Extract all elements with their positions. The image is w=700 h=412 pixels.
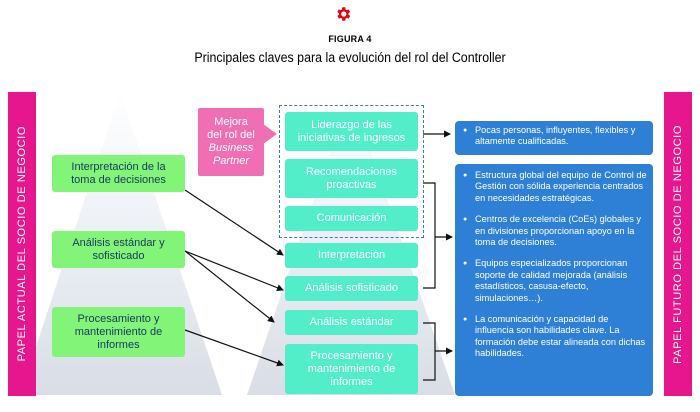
bracket-upper <box>423 182 436 289</box>
future-role-box: Análisis estándar <box>285 310 418 335</box>
outcome-item: Centros de excelencia (CoEs) globales y … <box>461 214 647 248</box>
right-side-label: PAPEL FUTURO DEL SOCIO DE NEGOCIO <box>672 124 684 364</box>
future-role-box: Análisis sofisticado <box>285 276 418 301</box>
figure-label: FIGURA 4 <box>328 34 372 44</box>
future-role-box: Procesamiento y mantenimiento de informe… <box>285 344 418 394</box>
figure-title: Principales claves para la evolución del… <box>194 50 506 65</box>
future-role-box: Recomendaciones proactivas <box>285 159 418 198</box>
arrow-analysis-to-sophisticated <box>184 250 284 292</box>
current-role-box: Análisis estándar y sofisticado <box>52 231 185 268</box>
future-role-box: Interpretación <box>285 243 418 268</box>
improvement-label: Mejora del rol del Business Partner <box>198 108 264 176</box>
outcome-box-bottom: Estructura global del equipo de Control … <box>455 164 653 396</box>
left-side-label: PAPEL ACTUAL DEL SOCIO DE NEGOCIO <box>16 126 28 362</box>
improvement-line2: del rol del <box>207 129 255 141</box>
right-side-bar: PAPEL FUTURO DEL SOCIO DE NEGOCIO <box>664 92 692 396</box>
arrow-analysis-to-standard <box>184 250 275 323</box>
improvement-line1: Mejora <box>214 116 248 128</box>
improvement-line4: Partner <box>212 155 250 167</box>
future-role-box: Liderazgo de las iniciativas de ingresos <box>285 112 418 151</box>
outcome-box-top: Pocas personas, influyentes, flexibles y… <box>455 121 653 155</box>
improvement-group-outline <box>279 105 424 238</box>
outcome-item: Equipos especializados proporcionan sopo… <box>461 258 647 304</box>
outcome-item: Estructura global del equipo de Control … <box>461 170 647 204</box>
current-role-box: Interpretación de la toma de decisiones <box>52 155 185 192</box>
arrow-interp-to-interp <box>184 189 284 256</box>
future-role-box: Comunicación <box>285 206 418 231</box>
current-role-box: Procesamiento y mantenimiento de informe… <box>52 307 185 357</box>
improvement-line3: Business <box>208 142 254 154</box>
outcome-item: Pocas personas, influyentes, flexibles y… <box>461 125 647 148</box>
improvement-pointer <box>263 124 277 144</box>
outcome-item: La comunicación y capacidad de influenci… <box>461 314 647 360</box>
arrow-processing-to-processing <box>184 329 284 367</box>
left-side-bar: PAPEL ACTUAL DEL SOCIO DE NEGOCIO <box>8 92 36 396</box>
gear-icon <box>337 7 351 21</box>
